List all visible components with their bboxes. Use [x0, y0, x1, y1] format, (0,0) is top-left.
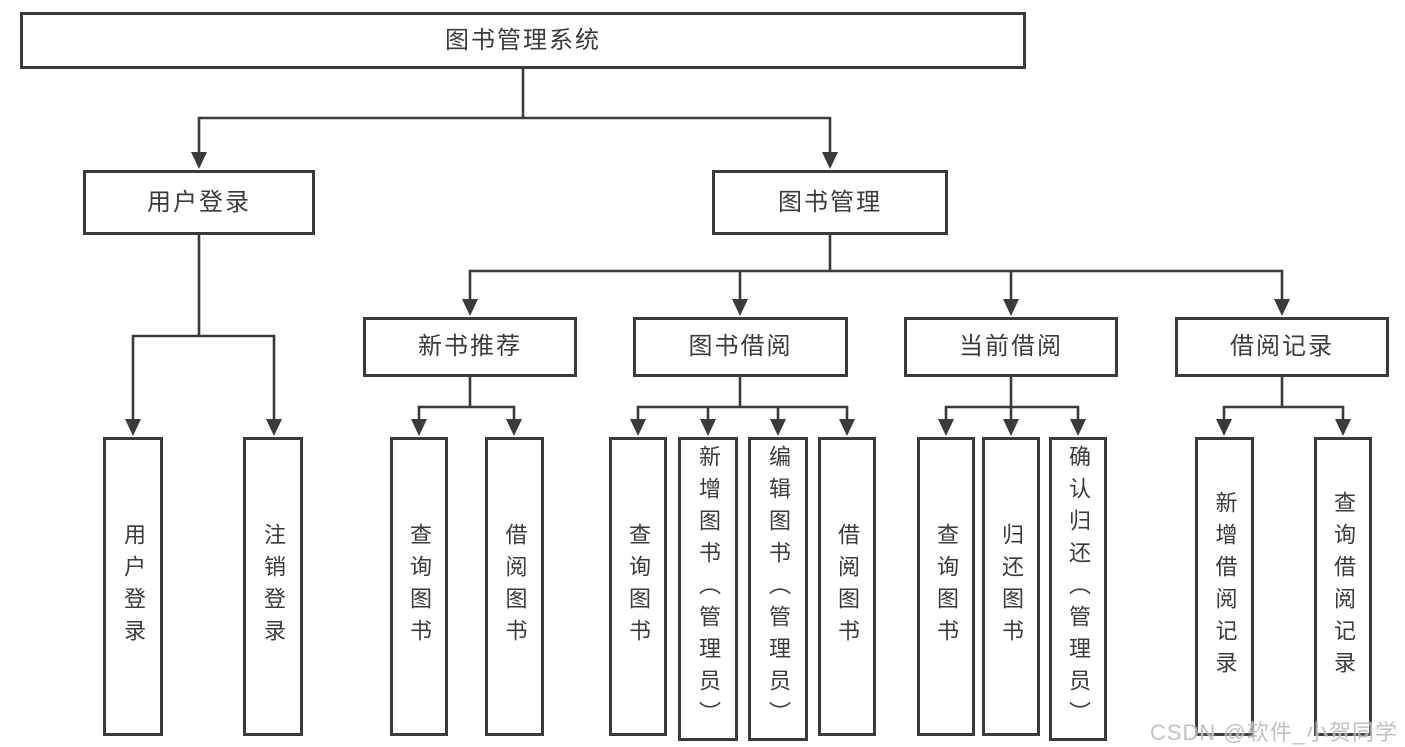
leaf-label: 查询图书 [626, 522, 651, 651]
arrowhead [822, 152, 838, 169]
leaf-query-books-borrowing: 查询图书 [609, 437, 667, 736]
leaf-edit-book-admin: 编辑图书（管理员） [748, 437, 808, 741]
arrowhead [630, 419, 646, 436]
node-new-book-recommend: 新书推荐 [363, 317, 577, 377]
arrowhead [1335, 419, 1351, 436]
leaf-label: 新增借阅记录 [1212, 490, 1238, 683]
arrowhead [770, 419, 786, 436]
arrowhead [1274, 299, 1290, 316]
leaf-label: 查询借阅记录 [1331, 490, 1356, 683]
leaf-borrow-books-recommend: 借阅图书 [485, 437, 544, 736]
leaf-user-login: 用户登录 [103, 437, 163, 736]
arrowhead [938, 419, 954, 436]
leaf-borrow-books-borrowing: 借阅图书 [818, 437, 876, 736]
leaf-label: 归还图书 [999, 522, 1024, 651]
arrowhead [732, 299, 748, 316]
node-label: 当前借阅 [959, 333, 1063, 360]
arrowhead [1216, 419, 1232, 436]
csdn-watermark: CSDN @软件_小贺同学 [1149, 720, 1398, 745]
leaf-return-book: 归还图书 [982, 437, 1040, 736]
node-label: 借阅记录 [1230, 333, 1334, 360]
leaf-add-borrow-record: 新增借阅记录 [1195, 437, 1254, 736]
node-book-management: 图书管理 [712, 170, 948, 235]
leaf-label: 注销登录 [261, 522, 286, 651]
node-label: 图书管理 [778, 188, 882, 216]
arrowhead [125, 419, 141, 436]
leaf-label: 查询图书 [407, 522, 432, 651]
node-label: 图书管理系统 [445, 26, 601, 54]
node-label: 用户登录 [147, 188, 251, 216]
leaf-label: 用户登录 [121, 522, 146, 651]
arrowhead [839, 419, 855, 436]
arrowhead [462, 299, 478, 316]
leaf-logout: 注销登录 [243, 437, 303, 736]
node-label: 新书推荐 [418, 333, 522, 360]
leaf-add-book-admin: 新增图书（管理员） [678, 437, 738, 741]
leaf-query-books-current: 查询图书 [917, 437, 975, 736]
leaf-label: 确认归还（管理员） [1066, 445, 1091, 733]
node-label: 图书借阅 [688, 333, 793, 360]
leaf-label: 编辑图书（管理员） [766, 445, 791, 733]
leaf-label: 借阅图书 [502, 522, 528, 651]
node-book-borrowing: 图书借阅 [633, 317, 848, 377]
node-root-library-system: 图书管理系统 [20, 12, 1026, 69]
arrowhead [191, 152, 207, 169]
leaf-query-books-recommend: 查询图书 [390, 437, 448, 736]
arrowhead [266, 419, 282, 436]
arrowhead [506, 419, 522, 436]
arrowhead [700, 419, 716, 436]
arrowhead [411, 419, 427, 436]
leaf-label: 借阅图书 [835, 522, 860, 651]
arrowhead [1003, 419, 1019, 436]
leaf-label: 新增图书（管理员） [696, 445, 721, 733]
leaf-label: 查询图书 [934, 522, 959, 651]
node-current-borrowing: 当前借阅 [904, 317, 1118, 377]
arrowhead [1070, 419, 1086, 436]
node-borrowing-records: 借阅记录 [1175, 317, 1389, 377]
node-user-login: 用户登录 [83, 170, 315, 235]
leaf-query-borrow-record: 查询借阅记录 [1314, 437, 1372, 736]
leaf-confirm-return-admin: 确认归还（管理员） [1049, 437, 1107, 741]
arrowhead [1003, 299, 1019, 316]
connector-paths [131, 67, 1345, 423]
